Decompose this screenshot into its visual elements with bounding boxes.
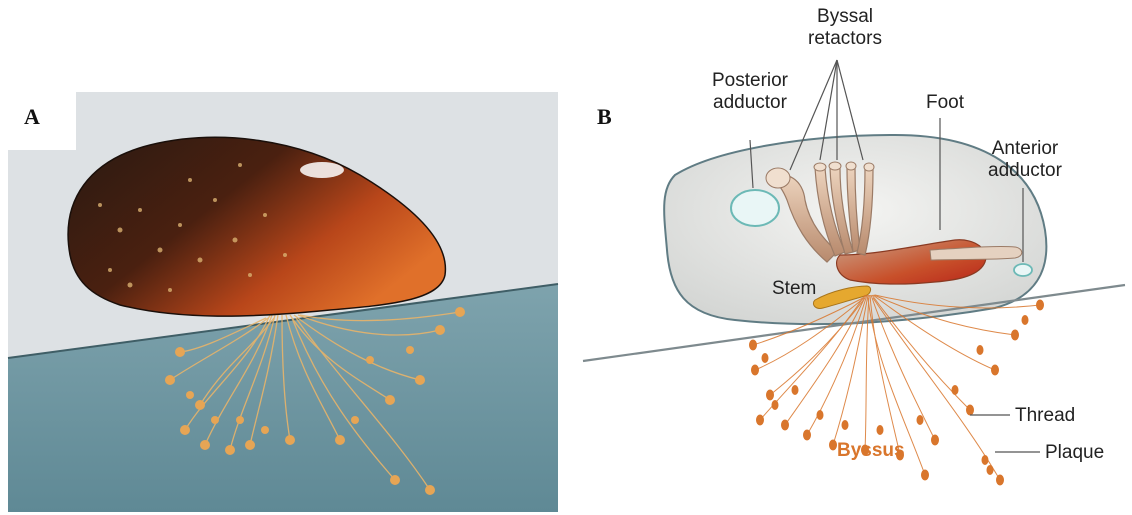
posterior-adductor-muscle [731,190,779,226]
label-foot: Foot [915,92,975,114]
label-byssus: Byssus [837,440,905,462]
panel-a-letter: A [24,104,40,130]
label-anterior-adductor: Anterior adductor [970,138,1080,182]
label-thread: Thread [1015,405,1075,427]
shell-highlight [300,162,344,178]
mussel-anatomy-diagram [575,0,1132,515]
label-stem: Stem [772,278,816,300]
label-plaque: Plaque [1045,442,1104,464]
panel-b-letter: B [597,104,612,130]
anterior-adductor-muscle [1014,264,1032,276]
label-byssal-retractors: Byssal retactors [790,6,900,50]
label-posterior-adductor: Posterior adductor [690,70,810,114]
panel-a-photo: A [0,0,570,515]
letter-box [8,92,76,150]
mussel-photo-illustration [0,0,570,515]
panel-b-diagram: B Byssal retactors Posterior adductor Fo… [575,0,1132,515]
